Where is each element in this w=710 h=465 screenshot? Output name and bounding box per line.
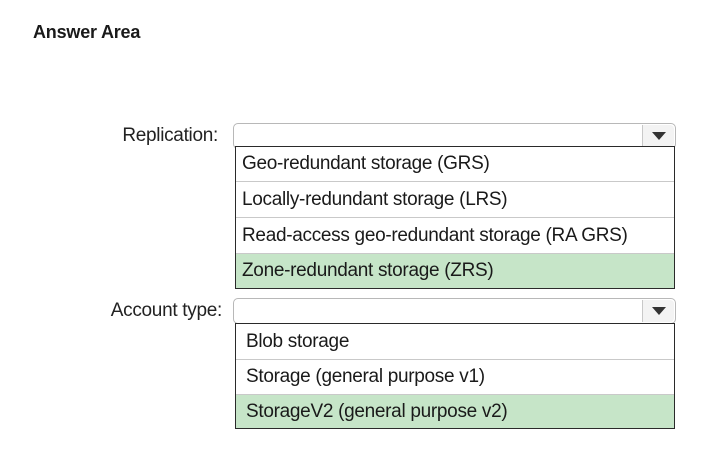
chevron-down-icon [651, 132, 666, 140]
replication-dropdown-button[interactable] [642, 125, 674, 147]
replication-option-lrs[interactable]: Locally-redundant storage (LRS) [236, 182, 674, 218]
option-label: StorageV2 (general purpose v2) [246, 400, 508, 422]
replication-options-list: Geo-redundant storage (GRS) Locally-redu… [235, 146, 675, 289]
account-type-dropdown[interactable] [233, 298, 676, 324]
replication-option-ragrs[interactable]: Read-access geo-redundant storage (RA GR… [236, 218, 674, 254]
account-type-label: Account type: [110, 300, 223, 321]
account-type-option-blob[interactable]: Blob storage [236, 324, 674, 360]
replication-label: Replication: [122, 125, 218, 146]
option-label: Storage (general purpose v1) [246, 366, 485, 387]
account-type-option-storage-v2[interactable]: StorageV2 (general purpose v2) [236, 395, 674, 428]
option-label: Blob storage [246, 330, 350, 352]
option-label: Read-access geo-redundant storage (RA GR… [242, 224, 628, 246]
account-type-dropdown-button[interactable] [642, 300, 674, 322]
chevron-down-icon [651, 307, 666, 315]
option-label: Zone-redundant storage (ZRS) [242, 260, 494, 281]
replication-option-grs[interactable]: Geo-redundant storage (GRS) [236, 147, 674, 182]
answer-area-heading: Answer Area [33, 22, 141, 42]
replication-dropdown[interactable] [233, 123, 676, 149]
option-label: Locally-redundant storage (LRS) [242, 188, 508, 210]
account-type-options-list: Blob storage Storage (general purpose v1… [235, 323, 675, 429]
account-type-option-storage-v1[interactable]: Storage (general purpose v1) [236, 360, 674, 395]
option-label: Geo-redundant storage (GRS) [242, 153, 490, 174]
replication-option-zrs[interactable]: Zone-redundant storage (ZRS) [236, 254, 674, 288]
